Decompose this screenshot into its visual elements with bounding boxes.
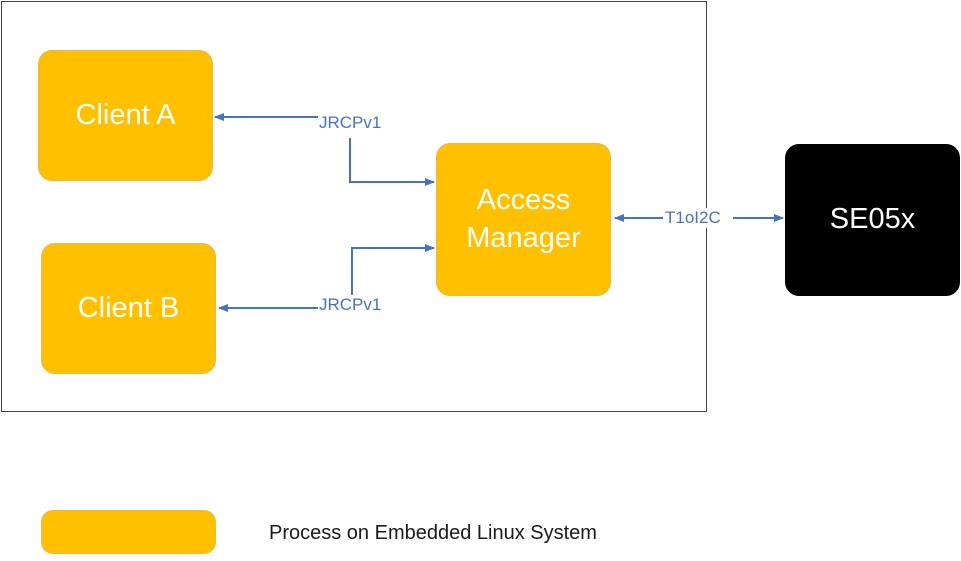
client-b-arrow-out <box>351 244 435 296</box>
client-b-edge-label: JRCPv1 <box>318 295 383 315</box>
client-b-label: Client B <box>77 291 180 324</box>
embedded-linux-system-boundary <box>1 1 707 412</box>
se-edge-label: T1oI2C <box>664 208 722 228</box>
legend-process-label: Process on Embedded Linux System <box>269 522 597 544</box>
client-a-node: Client A <box>38 50 213 181</box>
client-a-edge-label: JRCPv1 <box>318 113 383 133</box>
client-b-node: Client B <box>41 243 216 374</box>
access-manager-label-line1: Access <box>476 184 571 217</box>
se05x-label: SE05x <box>829 203 916 236</box>
access-manager-label-line2: Manager <box>466 221 581 254</box>
client-a-label: Client A <box>75 98 176 131</box>
legend-process-swatch <box>41 510 216 554</box>
client-a-arrow-out <box>349 138 435 186</box>
access-manager-label: Access Manager <box>466 182 580 256</box>
se05x-node: SE05x <box>785 144 960 296</box>
access-manager-node: Access Manager <box>436 143 611 296</box>
